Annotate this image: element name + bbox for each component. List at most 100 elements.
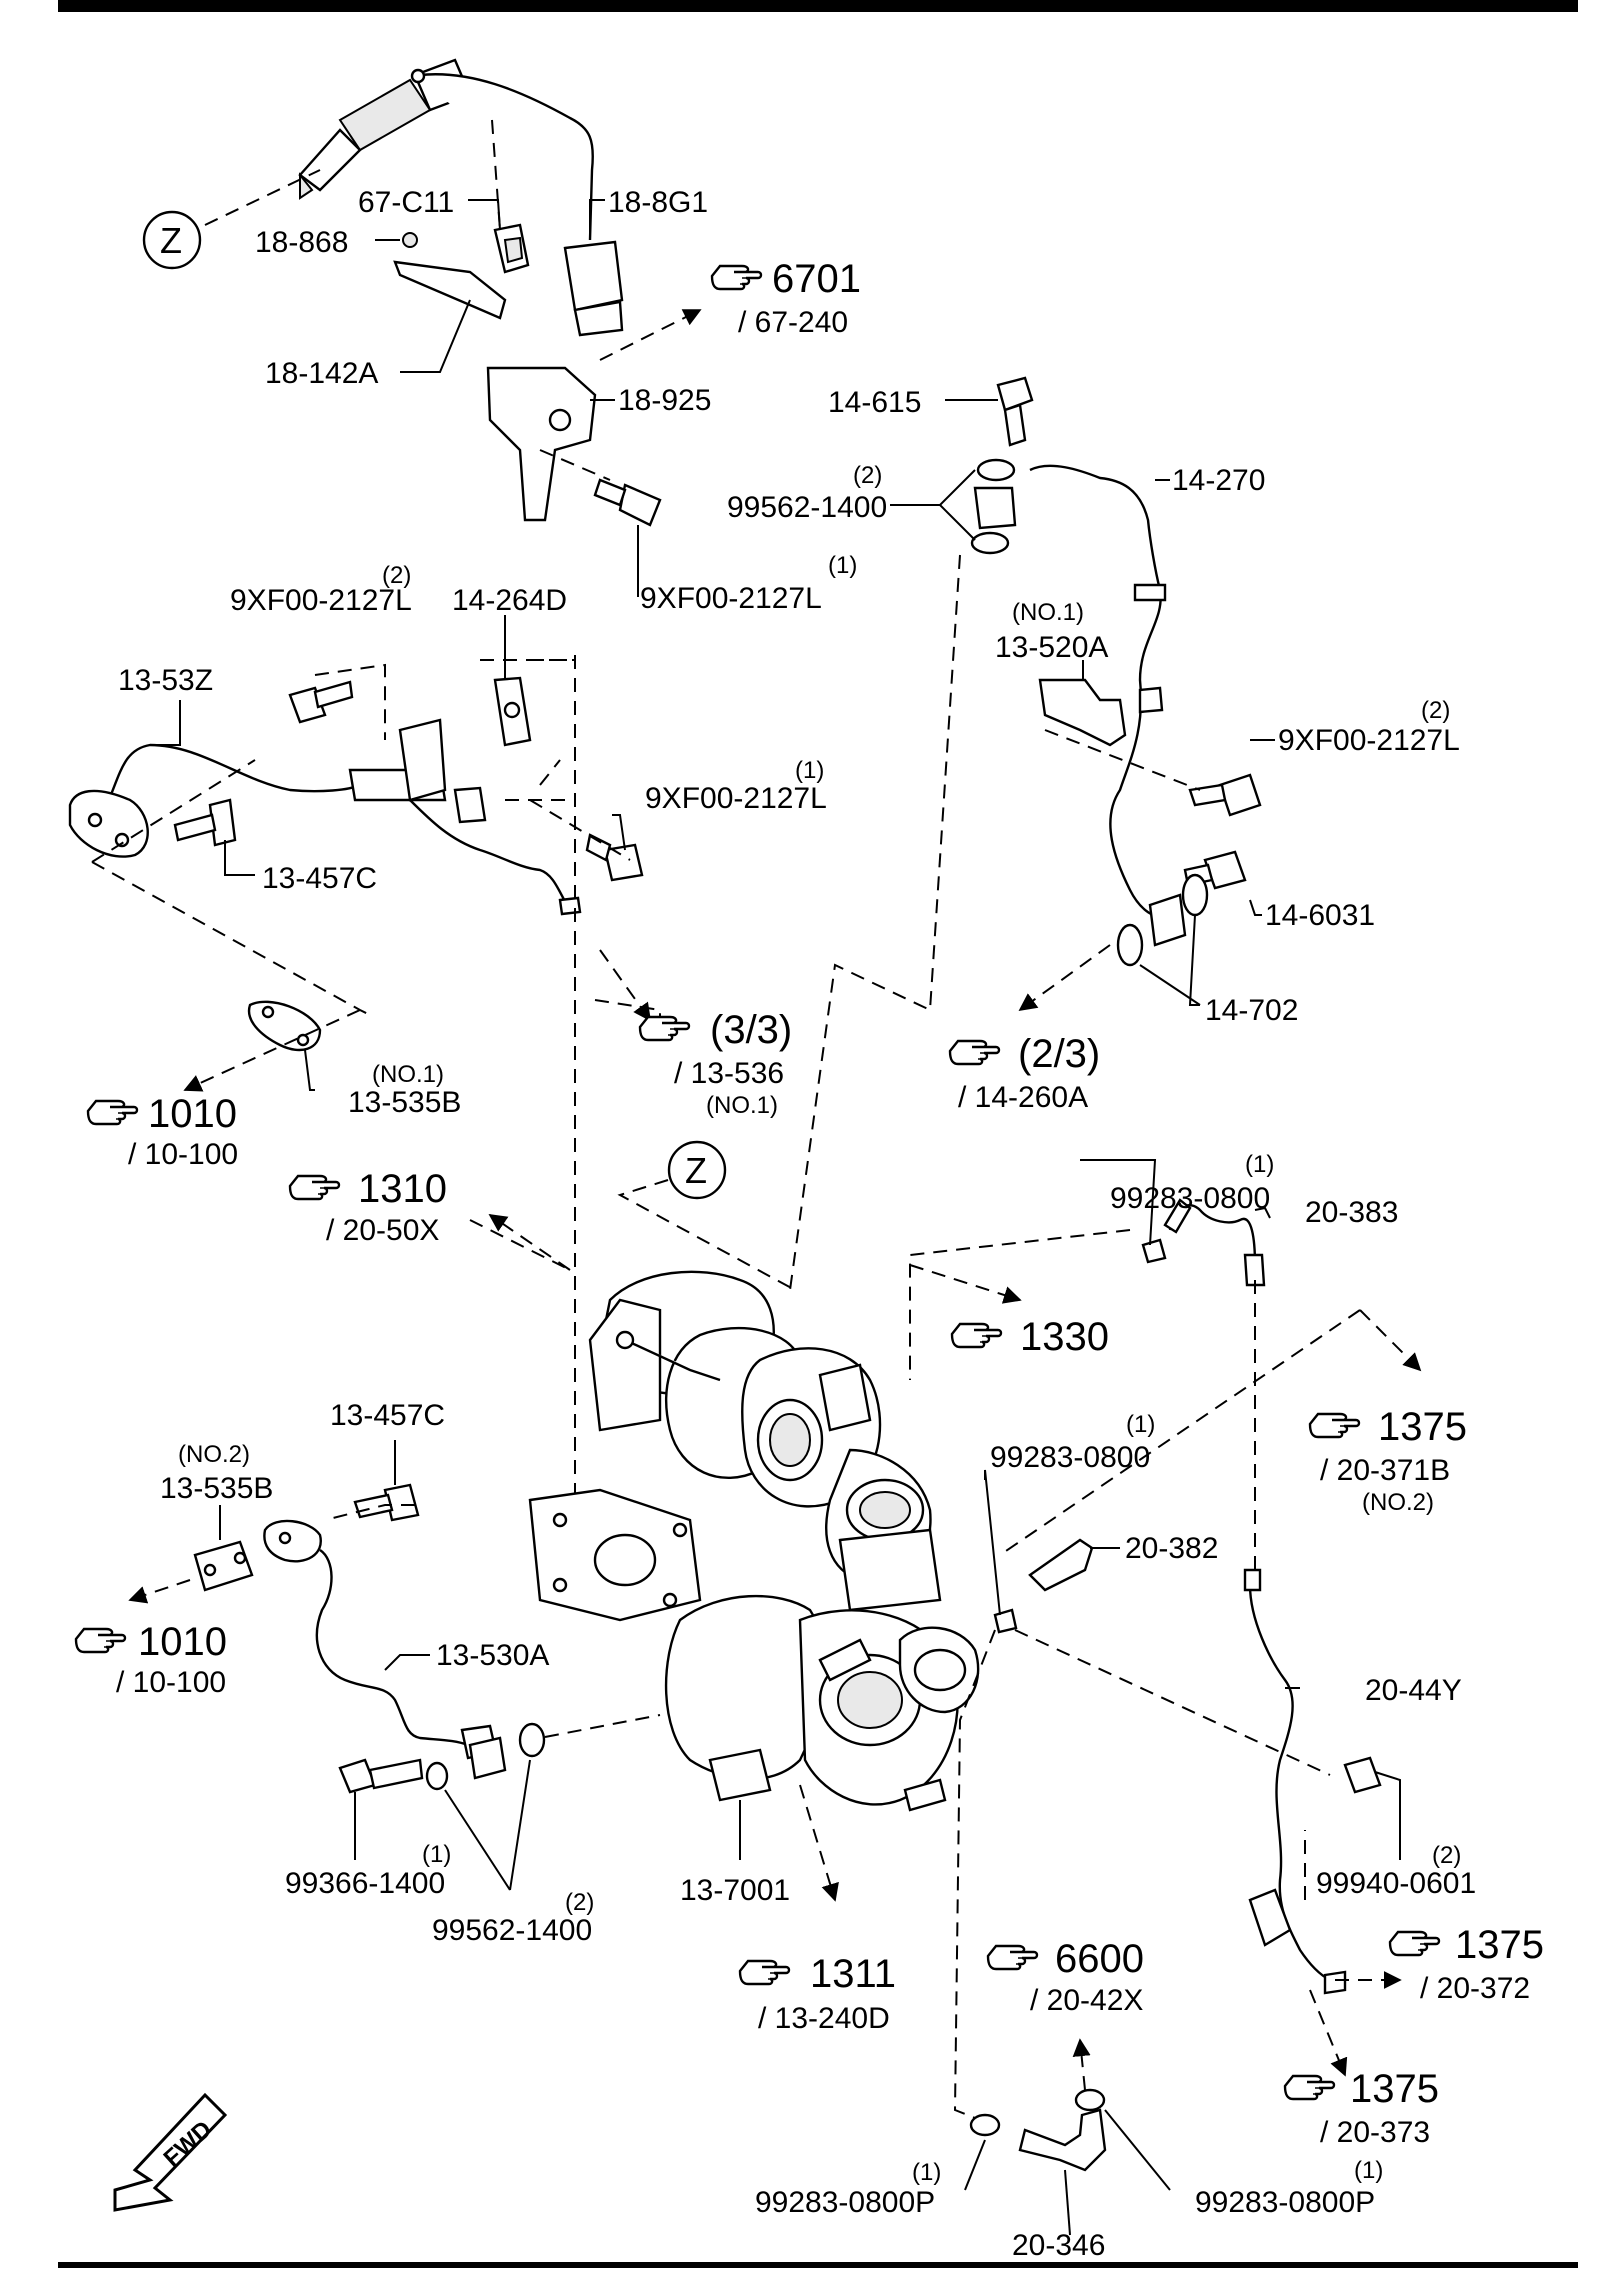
gasket-14-264d (493, 676, 532, 747)
reference-1330[interactable]: 1330 (950, 1315, 1109, 1359)
clamp-99283-a (1141, 1238, 1167, 1264)
part-label-14-270: 14-270 (1172, 464, 1265, 497)
part-label-18-925: 18-925 (618, 384, 711, 417)
hose-20-383 (1163, 1198, 1266, 1287)
reference-6600[interactable]: 6600 / 20-42X (986, 1937, 1144, 2017)
bracket-18-142a (393, 260, 507, 320)
ref-6701-number: 6701 (772, 257, 861, 301)
union-bolt-14-615 (996, 376, 1034, 447)
part-label-13-520a: 13-520A (995, 631, 1108, 664)
part-label-14-264d: 14-264D (452, 584, 567, 617)
bolt-9xf-a (593, 478, 662, 527)
part-label-9xf00-2127l-c: 9XF00-2127L (645, 782, 827, 815)
pointing-hand-icon (950, 1322, 1003, 1349)
part-label-99562-1400-bot: 99562-1400 (432, 1914, 592, 1947)
qty-9xf-a: (1) (828, 552, 857, 579)
part-label-13-457c-top: 13-457C (262, 862, 377, 895)
part-label-99283-0800p-a: 99283-0800P (755, 2186, 935, 2219)
qty-9xf-d: (2) (1421, 697, 1450, 724)
ref-1375-b-sub: / 20-372 (1420, 1972, 1530, 2005)
pointing-hand-icon (710, 264, 763, 291)
bolt-13-457c-top (173, 798, 237, 847)
qty-99283p-b: (1) (1354, 2157, 1383, 2184)
top-border (58, 0, 1578, 12)
part-label-20-382: 20-382 (1125, 1532, 1218, 1565)
ref-1375-c-sub: / 20-373 (1320, 2116, 1430, 2149)
ref-3-3-number: (3/3) (710, 1008, 792, 1052)
pointing-hand-icon (1283, 2074, 1336, 2101)
bolt-9xf-c (585, 833, 644, 882)
part-label-99366-1400: 99366-1400 (285, 1867, 445, 1900)
reference-1375-b[interactable]: 1375 / 20-372 (1388, 1923, 1544, 2005)
qty-99283-a: (1) (1245, 1151, 1274, 1178)
gasket-13-535b-bot (193, 1540, 254, 1592)
reference-2-3[interactable]: (2/3) / 14-260A (948, 1032, 1100, 1114)
pipe-20-44y (1243, 1568, 1347, 1995)
pointing-hand-icon (638, 1015, 691, 1042)
bolt-9xf-d (1188, 773, 1262, 817)
ref-6701-sub: / 67-240 (738, 306, 848, 339)
ref-1375-a-sub: / 20-371B (1320, 1454, 1450, 1487)
pointing-hand-icon (986, 1944, 1039, 1971)
part-label-18-868: 18-868 (255, 226, 348, 259)
part-label-99283-0800-b: 99283-0800 (990, 1441, 1150, 1474)
ref-2-3-sub: / 14-260A (958, 1081, 1088, 1114)
ref-1310-number: 1310 (358, 1167, 447, 1211)
part-label-13-53z: 13-53Z (118, 664, 213, 697)
washers-99562-top (970, 458, 1017, 555)
ref-2-3-number: (2/3) (1018, 1032, 1100, 1076)
clamp-99283p-a (969, 2113, 1001, 2137)
washers-99562-bot (425, 1722, 546, 1791)
ref-3-3-sub: / 13-536 (674, 1057, 784, 1090)
bolt-99366-1400 (338, 1758, 424, 1794)
clamp-99283-b (993, 1608, 1018, 1634)
ref-6600-number: 6600 (1055, 1937, 1144, 1981)
part-label-20-44y: 20-44Y (1365, 1674, 1462, 1707)
part-label-9xf00-2127l-d: 9XF00-2127L (1278, 724, 1460, 757)
nut-99940-0601 (1343, 1756, 1382, 1794)
view-z-label-mid: Z (685, 1150, 707, 1191)
reference-1310[interactable]: 1310 / 20-50X (288, 1167, 447, 1247)
part-label-99283-0800p-b: 99283-0800P (1195, 2186, 1375, 2219)
reference-1010-bottom[interactable]: 1010 / 10-100 (74, 1620, 227, 1699)
part-label-13-7001: 13-7001 (680, 1874, 790, 1907)
part-label-14-615: 14-615 (828, 386, 921, 419)
bolt-13-457c-bot (353, 1483, 420, 1522)
part-label-9xf00-2127l-b: 9XF00-2127L (230, 584, 412, 617)
pointing-hand-icon (1388, 1930, 1441, 1957)
bottom-border (58, 2262, 1578, 2268)
qty-13-535b-top: (NO.1) (372, 1061, 444, 1088)
reference-1311[interactable]: 1311 / 13-240D (738, 1952, 896, 2035)
qty-13-535b-bot: (NO.2) (178, 1441, 250, 1468)
ref-1330-number: 1330 (1020, 1315, 1109, 1359)
ref-1010-bot-number: 1010 (138, 1620, 227, 1664)
water-pipe-13-53z (68, 718, 582, 916)
qty-99940: (2) (1432, 1842, 1461, 1869)
part-label-13-535b-top: 13-535B (348, 1086, 461, 1119)
reference-6701[interactable]: 6701 / 67-240 (710, 257, 861, 339)
ref-1311-number: 1311 (810, 1952, 896, 1996)
part-label-67-c11: 67-C11 (358, 186, 454, 219)
ref-1375-a-note: (NO.2) (1362, 1489, 1434, 1516)
bracket-13-520a (1038, 678, 1127, 747)
reference-1375-a[interactable]: 1375 / 20-371B (NO.2) (1308, 1405, 1467, 1516)
ref-1375-a-number: 1375 (1378, 1405, 1467, 1449)
part-label-9xf00-2127l-a: 9XF00-2127L (640, 582, 822, 615)
part-label-99283-0800-a: 99283-0800 (1110, 1182, 1270, 1215)
reference-1010-top[interactable]: 1010 / 10-100 (86, 1092, 238, 1171)
reference-3-3[interactable]: (3/3) / 13-536 (NO.1) (638, 1008, 792, 1119)
reference-1375-c[interactable]: 1375 / 20-373 (1283, 2067, 1439, 2149)
pointing-hand-icon (1308, 1412, 1361, 1439)
ref-1375-b-number: 1375 (1455, 1923, 1544, 1967)
part-label-20-383: 20-383 (1305, 1196, 1398, 1229)
qty-99283-b: (1) (1126, 1411, 1155, 1438)
qty-99562-bot: (2) (565, 1889, 594, 1916)
qty-9xf-c: (1) (795, 757, 824, 784)
part-label-13-530a: 13-530A (436, 1639, 549, 1672)
qty-13-520a: (NO.1) (1012, 599, 1084, 626)
pipe-20-382 (1028, 1538, 1094, 1592)
ref-1375-c-number: 1375 (1350, 2067, 1439, 2111)
sensor-connector (563, 240, 624, 337)
ref-1010-bot-sub: / 10-100 (116, 1666, 226, 1699)
